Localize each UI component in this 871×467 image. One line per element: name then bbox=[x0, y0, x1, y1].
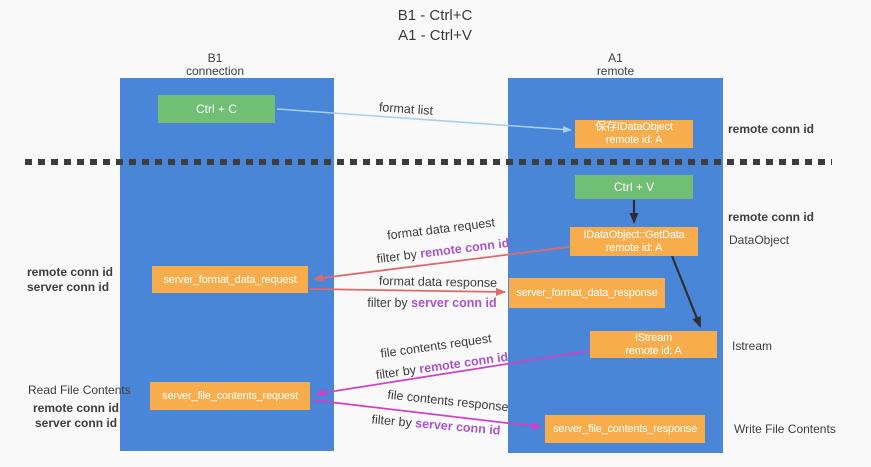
annotation-left-server-conn-id-1: server conn id bbox=[27, 280, 110, 294]
server-conn-id-text: server conn id bbox=[414, 416, 501, 438]
remote-conn-id-text: remote conn id bbox=[419, 235, 511, 261]
annotation-remote-conn-id-mid: remote conn id bbox=[728, 210, 815, 224]
filter-by-text: filter by bbox=[371, 412, 413, 430]
annotation-write-file-contents: Write File Contents bbox=[734, 422, 836, 436]
annotation-left-server-conn-id-2: server conn id bbox=[35, 416, 118, 430]
diagram-title: B1 - Ctrl+C A1 - Ctrl+V bbox=[285, 6, 585, 46]
node-server-format-data-request: server_format_data_request bbox=[152, 266, 308, 293]
lane-a1-name: A1 bbox=[608, 51, 623, 65]
lane-header-a1: A1 remote bbox=[508, 52, 723, 78]
node-ctrl-c-label: Ctrl + C bbox=[195, 102, 237, 116]
lane-b1-subtitle: connection bbox=[185, 64, 245, 78]
lane-header-b1: B1 connection bbox=[108, 52, 322, 78]
dashed-separator bbox=[25, 159, 832, 165]
node-server-file-contents-request: server_file_contents_request bbox=[150, 382, 310, 410]
annotation-remote-conn-id-top: remote conn id bbox=[728, 122, 815, 136]
label-file-contents-response: file contents response bbox=[386, 387, 510, 415]
node-getdata-line2: remote id: A bbox=[605, 241, 663, 254]
node-format-response-label: server_format_data_response bbox=[516, 287, 658, 299]
node-save-idataobject: 保存IDataObject remote id: A bbox=[575, 120, 693, 148]
filter-by-text: filter by bbox=[374, 362, 417, 383]
node-ctrl-c: Ctrl + C bbox=[158, 95, 275, 123]
lane-b1-name: B1 bbox=[207, 51, 223, 65]
node-file-response-label: server_file_contents_response bbox=[552, 423, 697, 435]
node-server-format-data-response: server_format_data_response bbox=[509, 278, 665, 308]
remote-conn-id-text: remote conn id bbox=[418, 349, 510, 377]
node-server-file-contents-response: server_file_contents_response bbox=[545, 415, 705, 443]
label-format-data-response: format data response bbox=[378, 273, 498, 291]
annotation-istream: Istream bbox=[732, 339, 773, 353]
server-conn-id-text: server conn id bbox=[411, 296, 497, 310]
filter-by-text: filter by bbox=[367, 296, 408, 310]
title-line-1: B1 - Ctrl+C bbox=[397, 7, 473, 24]
filter-by-text: filter by bbox=[375, 247, 418, 267]
node-istream-line1: IStream bbox=[634, 331, 673, 344]
label-filter-by-server-2: filter by server conn id bbox=[371, 412, 501, 437]
node-istream: IStream remote id: A bbox=[590, 331, 717, 358]
label-format-list: format list bbox=[378, 100, 434, 118]
annotation-left-remote-conn-id-1: remote conn id bbox=[27, 265, 114, 279]
node-idataobject-getdata: IDataObject::GetData remote id: A bbox=[570, 227, 698, 256]
lane-a1-subtitle: remote bbox=[596, 64, 635, 78]
node-getdata-line1: IDataObject::GetData bbox=[583, 228, 685, 241]
node-file-request-label: server_file_contents_request bbox=[162, 390, 298, 402]
label-filter-by-server-1: filter by server conn id bbox=[367, 296, 496, 310]
node-format-request-label: server_format_data_request bbox=[163, 273, 297, 286]
node-save-idataobject-line1: 保存IDataObject bbox=[595, 121, 673, 133]
node-istream-line2: remote id: A bbox=[625, 344, 682, 357]
node-ctrl-v: Ctrl + V bbox=[575, 175, 693, 199]
node-ctrl-v-label: Ctrl + V bbox=[613, 180, 655, 194]
title-line-2: A1 - Ctrl+V bbox=[398, 27, 472, 44]
annotation-dataobject: DataObject bbox=[729, 233, 790, 247]
node-save-idataobject-line2: remote id: A bbox=[605, 134, 663, 146]
annotation-read-file-contents: Read File Contents bbox=[28, 383, 131, 397]
annotation-left-remote-conn-id-2: remote conn id bbox=[33, 401, 120, 415]
